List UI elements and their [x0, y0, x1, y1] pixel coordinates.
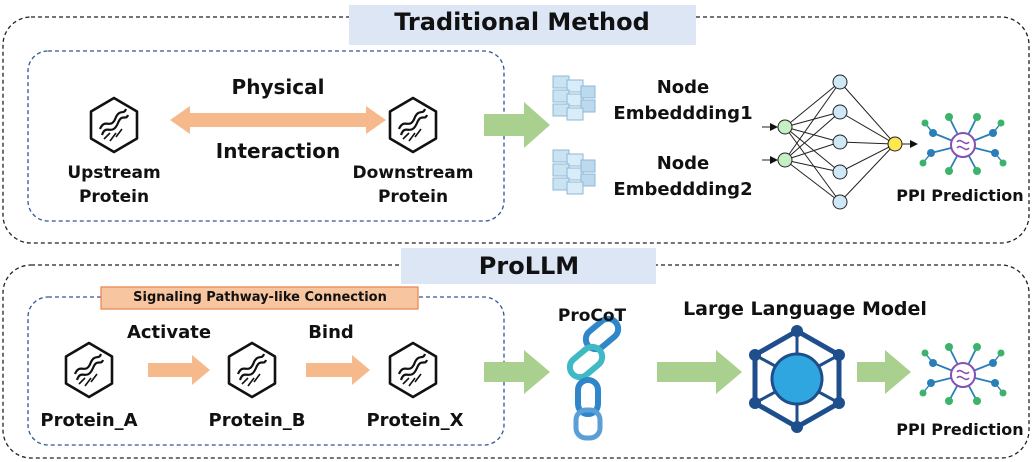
- ppi-graph-icon-top: [918, 112, 1008, 176]
- procot-flow-arrow: [484, 350, 550, 394]
- protein-b-label: Protein_B: [208, 410, 306, 431]
- interaction-label: Interaction: [215, 139, 341, 163]
- upstream-protein-icon: [89, 96, 139, 154]
- prollm-title-band: [401, 248, 656, 284]
- bind-label: Bind: [308, 322, 354, 343]
- node-embedding2-cubes: [552, 149, 596, 195]
- downstream-protein-icon: [388, 96, 438, 154]
- ppi-graph-icon-bottom: [918, 342, 1008, 406]
- traditional-title-band: [349, 5, 696, 45]
- upstream-label-2: Protein: [78, 187, 150, 207]
- llm-title-label: Large Language Model: [683, 298, 927, 320]
- top-flow-arrow: [484, 102, 550, 148]
- node-embedding1-cubes: [552, 75, 596, 121]
- protein-x-icon: [388, 341, 438, 399]
- node2-label-2: Embeddding2: [613, 179, 753, 200]
- procot-label: ProCoT: [557, 306, 627, 326]
- ppi-prediction-label-top: PPI Prediction: [896, 186, 1024, 205]
- traditional-method-title: Traditional Method: [394, 8, 650, 36]
- chain-link-icon: [566, 315, 622, 441]
- ppi-prediction-label-bottom: PPI Prediction: [896, 420, 1024, 439]
- upstream-label-1: Upstream: [67, 163, 161, 183]
- downstream-label-1: Downstream: [352, 163, 474, 183]
- bind-arrow: [306, 355, 370, 385]
- physical-label: Physical: [231, 75, 325, 99]
- llm-flow-arrow: [657, 350, 742, 394]
- activate-label: Activate: [126, 322, 212, 343]
- prollm-title: ProLLM: [478, 252, 580, 280]
- activate-arrow: [148, 355, 210, 385]
- neural-network: [762, 74, 918, 210]
- prediction-flow-arrow: [857, 350, 911, 394]
- protein-b-icon: [227, 341, 277, 399]
- node1-label-2: Embeddding1: [613, 103, 753, 124]
- node1-label-1: Node: [656, 77, 710, 98]
- physical-interaction-arrow: [170, 106, 386, 134]
- pathway-label: Signaling Pathway-like Connection: [133, 290, 387, 305]
- llm-network-icon: [749, 325, 845, 433]
- pathway-label-band: [100, 286, 419, 310]
- downstream-label-2: Protein: [377, 187, 449, 207]
- node2-label-1: Node: [656, 153, 710, 174]
- protein-a-icon: [64, 341, 114, 399]
- protein-x-label: Protein_X: [366, 410, 464, 431]
- protein-a-label: Protein_A: [40, 410, 138, 431]
